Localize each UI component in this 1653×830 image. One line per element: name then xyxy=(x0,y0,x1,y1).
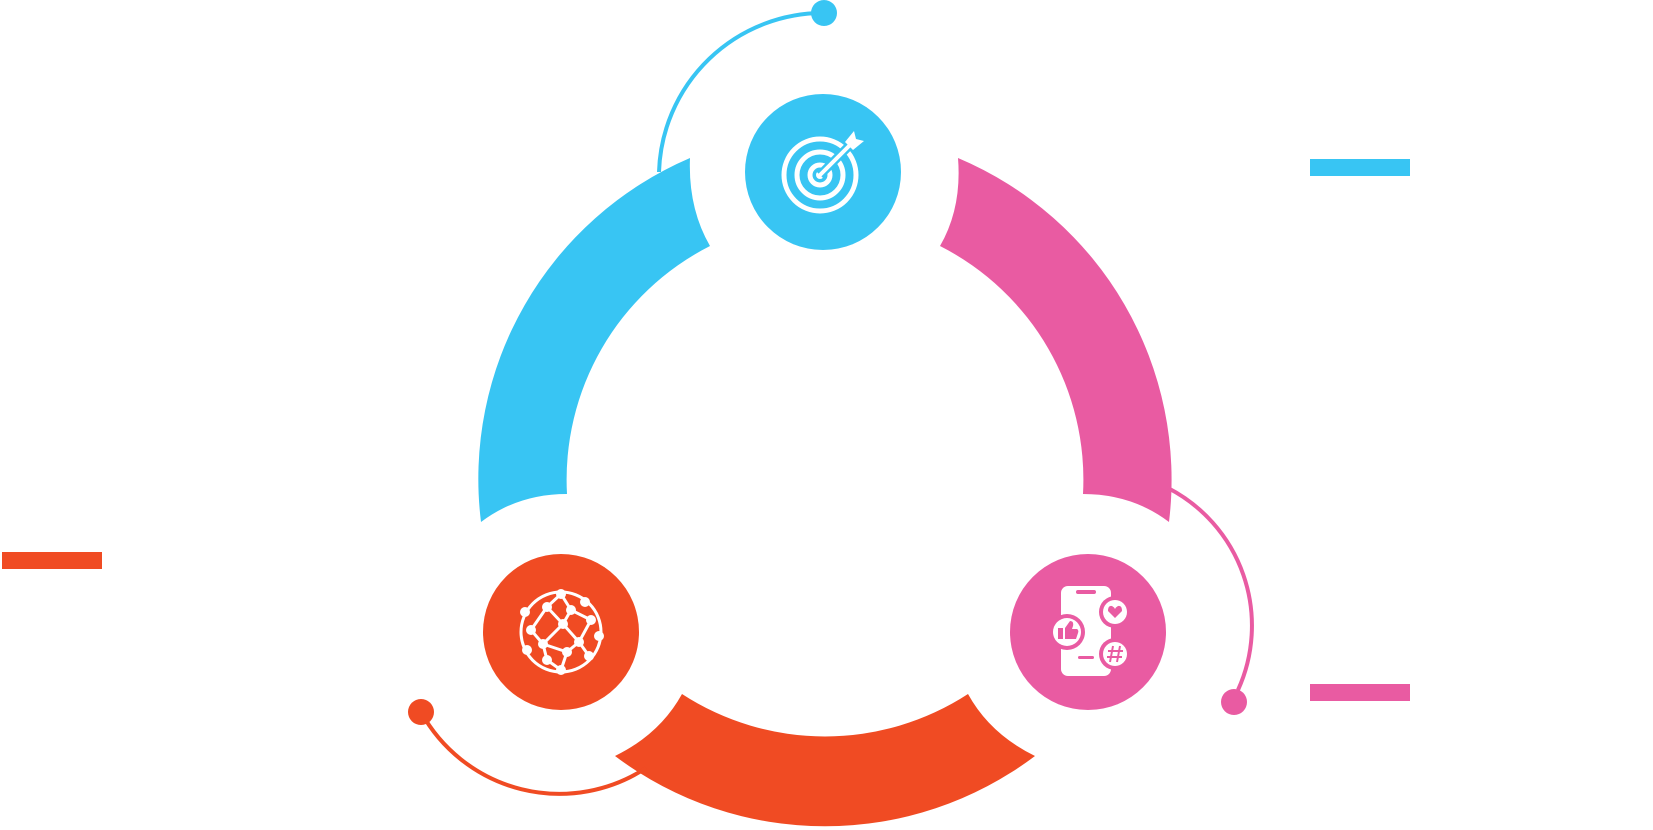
connector-dot-blue xyxy=(811,0,837,26)
network-sphere-icon xyxy=(519,589,604,675)
ring-segment-orange xyxy=(615,694,1035,827)
ring-segment-blue xyxy=(478,158,710,522)
legend-bar-blue xyxy=(1310,159,1410,176)
connector-dot-pink xyxy=(1221,689,1247,715)
node-circle-orange xyxy=(483,554,639,710)
legend-bar-orange xyxy=(2,552,102,569)
connector-line-pink xyxy=(1167,486,1254,691)
ring-segment-pink xyxy=(940,158,1172,522)
connector-line-blue xyxy=(657,10,825,173)
target-arrow-icon xyxy=(781,131,864,214)
connector-dot-orange xyxy=(408,699,434,725)
connector-line-orange xyxy=(419,711,648,796)
legend-bar-pink xyxy=(1310,684,1410,701)
social-media-phone-icon xyxy=(1049,586,1131,676)
